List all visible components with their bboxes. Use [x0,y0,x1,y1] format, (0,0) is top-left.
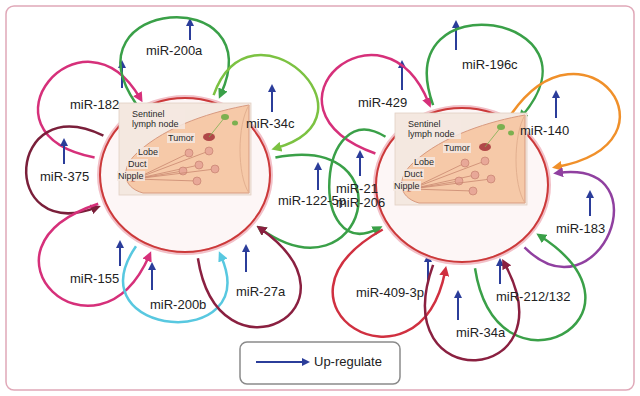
up-arrow [589,194,591,216]
anatomy-label: Duct [403,169,424,179]
anatomy-label: Tumor [443,143,471,153]
curved-arrow [425,263,519,360]
up-arrow [151,266,153,290]
mirna-label: miR-182 [70,98,119,112]
mirna-label: miR-212/132 [496,290,570,304]
mirna-label: miR-183 [556,222,605,236]
curved-arrow [329,130,385,234]
up-arrow [245,248,247,272]
up-arrow [555,94,557,118]
mirna-label: miR-27a [236,285,285,299]
mirna-label: miR-196c [462,58,518,72]
mirna-label: miR-429 [358,96,407,110]
curved-arrow [26,127,103,214]
up-arrow [457,294,459,320]
legend-text: Up-regulate [314,355,382,369]
up-arrow [189,22,191,40]
mirna-label: miR-206 [336,196,385,210]
anatomy-label: Tumor [167,133,195,143]
anatomy-label: Nipple [393,181,421,191]
anatomy-label: Duct [127,159,148,169]
mirna-label: miR-34a [456,326,505,340]
anatomy-label: Sentinel lymph node [407,119,461,139]
mirna-label: miR-200b [150,298,206,312]
curved-arrow [121,17,229,104]
mirna-label: miR-122-5p [278,194,346,208]
up-arrow [499,262,501,284]
mirna-label: miR-409-3p [356,286,424,300]
mirna-label: miR-200a [146,44,202,58]
legend-sample [256,361,306,363]
up-arrow [119,244,121,266]
up-arrow [63,142,65,164]
anatomy-label: Lobe [413,157,435,167]
mirna-label: miR-34c [246,117,294,131]
mirna-label: miR-375 [40,170,89,184]
curved-arrow [123,246,227,322]
mirna-label: miR-140 [520,124,569,138]
mirna-label: miR-21 [336,182,378,196]
curved-arrow [427,25,543,117]
up-arrow [271,88,273,112]
up-arrow [317,166,319,190]
legend-box [240,342,400,384]
mirna-label: miR-155 [70,272,119,286]
anatomy-label: Sentinel lymph node [131,109,185,129]
up-arrow [359,154,361,176]
up-arrow [401,64,403,90]
anatomy-label: Lobe [137,147,159,157]
anatomy-label: Nipple [117,171,145,181]
panel-frame [6,6,634,390]
